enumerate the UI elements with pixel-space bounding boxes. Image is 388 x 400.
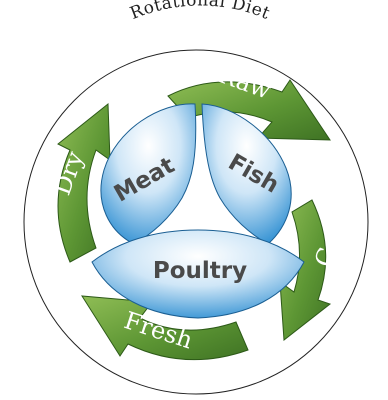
title-gap: [51, 0, 343, 81]
arrow-fresh: [81, 295, 249, 361]
segment-poultry-shape: [91, 229, 305, 319]
arrow-dry: [57, 102, 111, 263]
segment-label-poultry: Poultry: [153, 258, 247, 284]
arrow-can: [279, 199, 332, 341]
inner-segments: [91, 103, 305, 319]
outer-ring: [23, 49, 369, 395]
